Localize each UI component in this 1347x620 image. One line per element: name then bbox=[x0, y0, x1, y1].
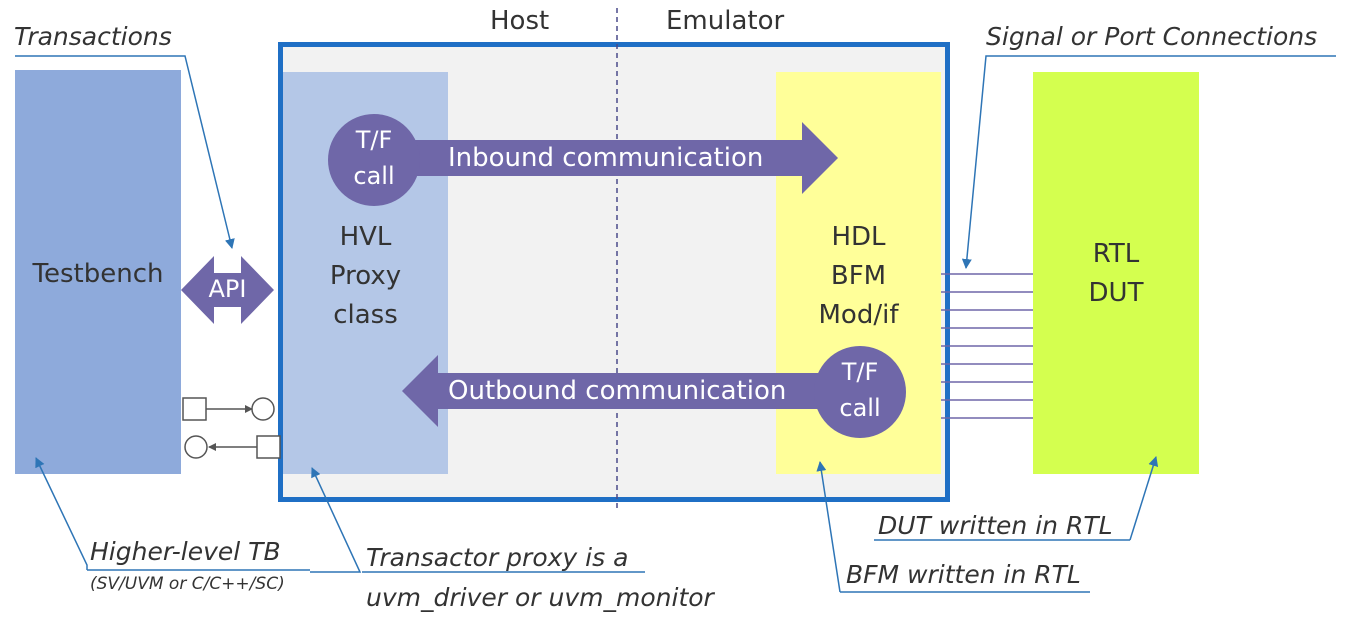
inbound-label: Inbound communication bbox=[448, 143, 764, 173]
callout-lines bbox=[15, 55, 1336, 593]
transactor-annotation-2: uvm_driver or uvm_monitor bbox=[366, 583, 714, 612]
hvl-line-2: Proxy bbox=[329, 261, 402, 291]
bfm-rtl-annotation: BFM written in RTL bbox=[846, 560, 1081, 589]
transactor-annotation-1: Transactor proxy is a bbox=[366, 543, 629, 572]
api-label: API bbox=[208, 275, 247, 303]
hdl-line-3: Mod/if bbox=[818, 300, 899, 330]
tf-call-hdl-line-2: call bbox=[839, 394, 881, 422]
hdl-line-2: BFM bbox=[830, 261, 887, 291]
higher-tb-annotation: Higher-level TB bbox=[90, 537, 281, 566]
dut-rtl-annotation: DUT written in RTL bbox=[878, 511, 1113, 540]
transactions-annotation: Transactions bbox=[14, 22, 172, 51]
tf-call-hvl-line-1: T/F bbox=[355, 126, 393, 154]
hvl-proxy-label: HVL Proxy class bbox=[283, 218, 448, 335]
signal-lines bbox=[941, 273, 1033, 419]
hdl-line-1: HDL bbox=[831, 222, 886, 252]
tf-call-hdl-line-1: T/F bbox=[841, 358, 879, 386]
port-symbols bbox=[182, 397, 281, 459]
hvl-line-3: class bbox=[333, 300, 398, 330]
rtl-dut-label: RTL DUT bbox=[1033, 235, 1199, 313]
emulator-label: Emulator bbox=[666, 6, 785, 36]
outbound-arrow bbox=[402, 355, 840, 427]
higher-tb-sub-annotation: (SV/UVM or C/C++/SC) bbox=[90, 574, 285, 594]
testbench-block bbox=[15, 70, 181, 474]
testbench-label: Testbench bbox=[32, 259, 164, 289]
tf-call-hvl-line-2: call bbox=[353, 162, 395, 190]
signal-ports-annotation: Signal or Port Connections bbox=[986, 22, 1318, 51]
callout-underlines bbox=[87, 539, 1130, 593]
tf-call-circle-hdl bbox=[814, 346, 906, 438]
inbound-arrow bbox=[400, 122, 838, 194]
hvl-line-1: HVL bbox=[339, 222, 392, 252]
hdl-bfm-label: HDL BFM Mod/if bbox=[776, 218, 941, 335]
api-double-arrow bbox=[181, 256, 274, 324]
tf-call-hdl-label: T/F call bbox=[814, 354, 906, 426]
host-label: Host bbox=[490, 6, 550, 36]
rtl-dut-block bbox=[1033, 72, 1199, 474]
tf-call-circle-hvl bbox=[328, 114, 420, 206]
rtl-line-1: RTL bbox=[1092, 239, 1140, 269]
rtl-line-2: DUT bbox=[1088, 278, 1144, 308]
tf-call-hvl-label: T/F call bbox=[328, 122, 420, 194]
outbound-label: Outbound communication bbox=[448, 376, 787, 406]
